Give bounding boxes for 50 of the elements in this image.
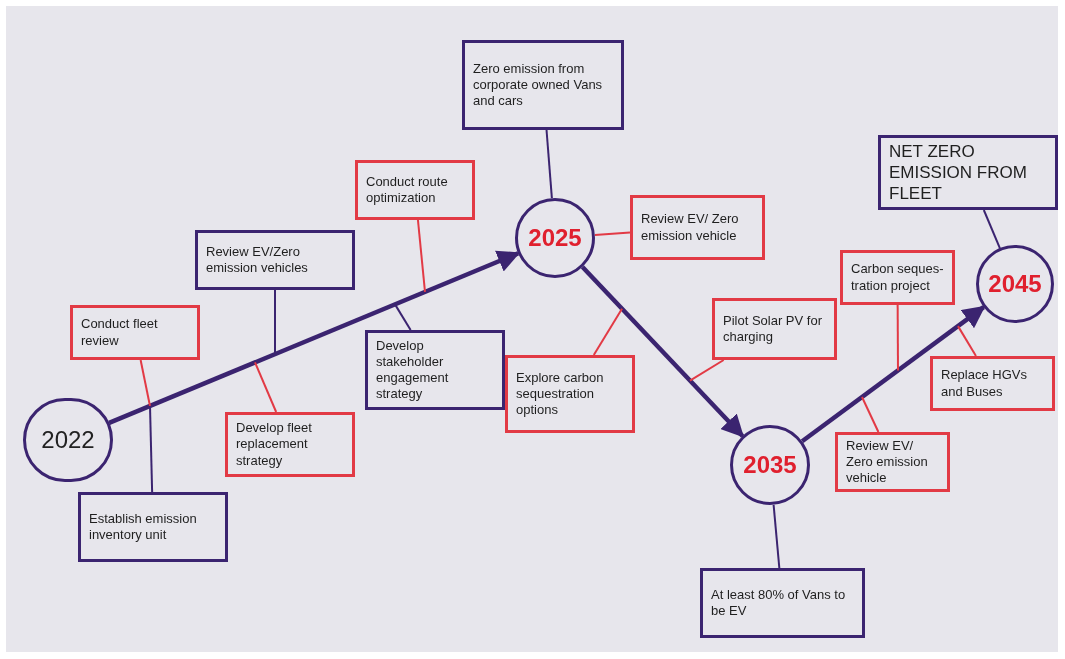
connector-line [394, 303, 412, 331]
connector-line [689, 359, 725, 382]
box-label: Review EV/ Zero emission vehicle [846, 437, 929, 487]
action-box [878, 135, 1058, 210]
box-label: Conduct route optimization [366, 173, 449, 207]
action-box [840, 250, 955, 305]
box-label: Review EV/ Zero emission vehicle [641, 211, 740, 244]
action-box [70, 305, 200, 360]
connector-line [545, 129, 553, 200]
action-box [700, 568, 865, 638]
connector-line [139, 359, 151, 407]
timeline-arrow [800, 305, 986, 444]
action-box [712, 298, 837, 360]
timeline-arrow [580, 265, 745, 438]
year-label: 2035 [743, 450, 797, 480]
box-label: Establish emission inventory unit [89, 510, 198, 544]
box-label: Carbon seques-tration project [851, 261, 944, 294]
connector-line [861, 396, 880, 433]
action-box [505, 355, 635, 433]
action-box [930, 356, 1055, 411]
box-label: Replace HGVs and Buses [941, 367, 1028, 400]
action-box [630, 195, 765, 260]
connector-line [254, 361, 278, 413]
action-box [78, 492, 228, 562]
box-label: Zero emission from corporate owned Vans and cars [473, 60, 604, 110]
box-label: Develop stakeholder engagement strategy [376, 337, 450, 403]
connector-line [593, 231, 631, 237]
action-box [355, 160, 475, 220]
connector-line [772, 503, 781, 569]
connector-line [592, 307, 623, 356]
connector-line [896, 304, 899, 372]
box-label: At least 80% of Vans to be EV [711, 586, 847, 620]
box-label: Develop fleet replacement strategy [236, 420, 313, 469]
box-label: Review EV/Zero emission vehicles [206, 243, 309, 277]
year-label: 2045 [988, 269, 1042, 299]
box-label: Explore carbon sequestration options [516, 369, 605, 419]
action-box [462, 40, 624, 130]
connector-line [274, 289, 276, 356]
box-label: NET ZERO EMISSION FROM FLEET [889, 140, 1028, 205]
connector-line [957, 325, 977, 357]
box-label: Pilot Solar PV for charging [723, 312, 823, 346]
action-box [835, 432, 950, 492]
action-box [195, 230, 355, 290]
year-label: 2022 [41, 425, 95, 455]
action-box [365, 330, 505, 410]
year-label: 2025 [528, 223, 582, 253]
action-box [225, 412, 355, 477]
connector-line [416, 219, 426, 293]
box-label: Conduct fleet review [81, 316, 159, 349]
connector-line [149, 405, 154, 493]
